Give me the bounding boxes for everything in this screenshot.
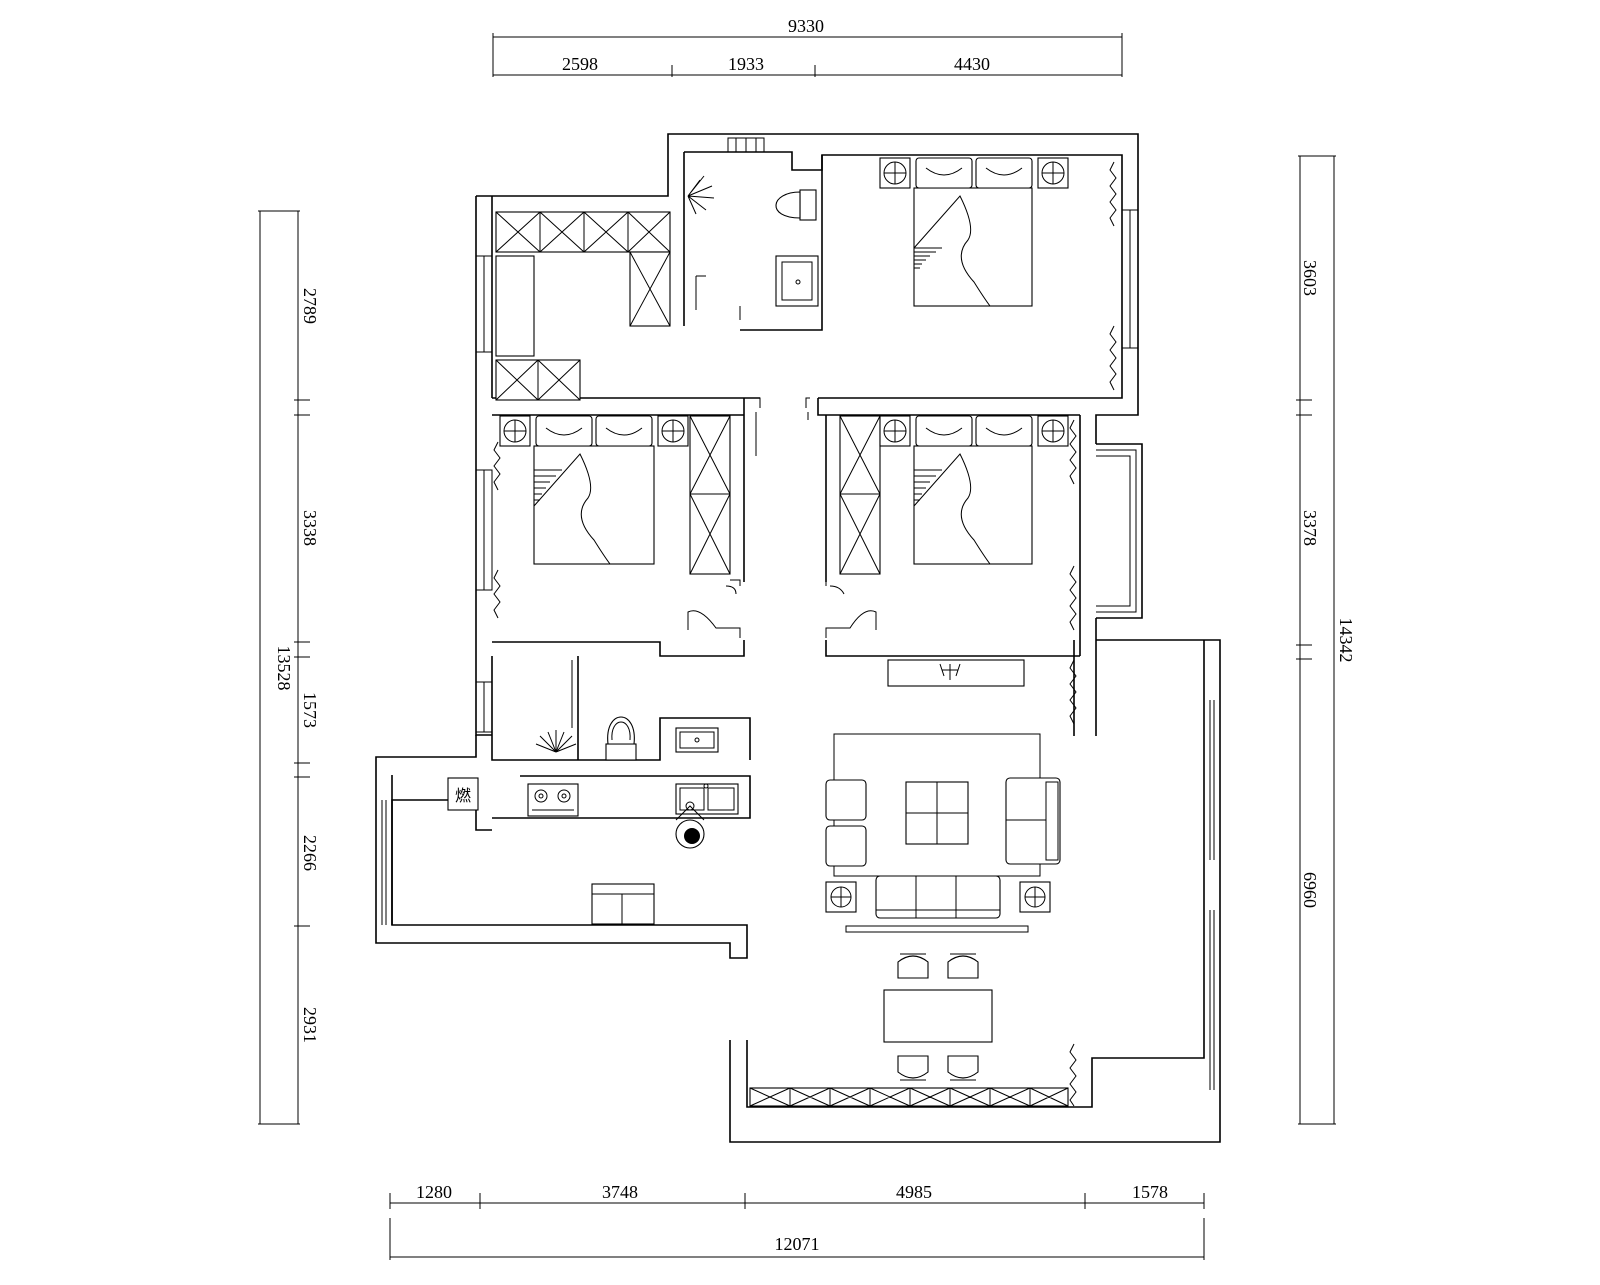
door-bedroom2 (687, 397, 761, 638)
nightstand-bedroom2-left (499, 415, 531, 447)
shower-head-icon (535, 730, 577, 753)
side-table-right (1019, 881, 1051, 913)
washbasin-icon (775, 255, 819, 307)
dim-bottom-2: 3748 (602, 1182, 638, 1202)
toilet-icon (775, 189, 817, 221)
dim-top-2: 1933 (728, 54, 764, 74)
toilet-icon (605, 716, 637, 761)
dining-chair-3 (897, 1055, 929, 1081)
dining-chair-2 (947, 953, 979, 979)
nightstand-master-right (1037, 157, 1069, 189)
bathroom-lower (535, 716, 719, 761)
door-bedroom3 (805, 397, 877, 638)
curtain-master (1109, 161, 1117, 391)
dining-chair-1 (897, 953, 929, 979)
washbasin-icon (675, 727, 719, 753)
wardrobe-cabinets-top-left (495, 211, 671, 401)
nightstand-bedroom2-right (657, 415, 689, 447)
side-table-left (825, 881, 857, 913)
dim-right-total: 14342 (1336, 618, 1356, 663)
dim-bottom-total: 12071 (775, 1234, 820, 1254)
curtain-bedroom2 (493, 441, 501, 619)
bed-bedroom2 (533, 415, 655, 565)
bathroom-top (687, 175, 819, 320)
dim-left-5: 2931 (300, 1007, 320, 1043)
left-dimensions: 13528 2789 3338 1573 2266 2931 (258, 210, 320, 1125)
dim-left-total: 13528 (274, 646, 294, 691)
windows (381, 137, 1139, 925)
sofa-right (1005, 777, 1061, 865)
sofa-main (875, 875, 1001, 919)
bed-bedroom3 (913, 415, 1033, 565)
dim-bottom-4: 1578 (1132, 1182, 1168, 1202)
dim-bottom-1: 1280 (416, 1182, 452, 1202)
top-dimensions: 9330 2598 1933 4430 (492, 16, 1123, 77)
gas-meter-box: 燃 (447, 777, 479, 811)
coffee-table (905, 781, 969, 845)
wardrobe-bedroom2 (689, 415, 731, 575)
wardrobe-bedroom3 (839, 415, 881, 575)
dim-top-1: 2598 (562, 54, 598, 74)
stove-icon (527, 783, 579, 817)
dim-bottom-3: 4985 (896, 1182, 932, 1202)
bottom-cabinet (749, 1087, 1069, 1107)
nightstand-bedroom3-left (879, 415, 911, 447)
dining-chair-4 (947, 1055, 979, 1081)
dim-left-2: 3338 (300, 510, 320, 546)
dim-right-3: 6960 (1300, 872, 1320, 908)
shower-head-icon (687, 175, 715, 215)
curtain-bedroom3 (1069, 419, 1077, 725)
dim-left-1: 2789 (300, 288, 320, 324)
nightstand-bedroom3-right (1037, 415, 1069, 447)
kitchen-sink-icon (675, 783, 739, 815)
bed-master (913, 157, 1033, 307)
dim-top-total: 9330 (788, 16, 824, 36)
kitchen: 燃 (447, 777, 739, 925)
right-dimensions: 3603 3378 6960 14342 (1296, 155, 1356, 1125)
dim-right-1: 3603 (1300, 260, 1320, 296)
dim-right-2: 3378 (1300, 510, 1320, 546)
person-icon (675, 801, 705, 849)
tv-cabinet (887, 659, 1025, 687)
bottom-dimensions: 1280 3748 4985 1578 12071 (389, 1182, 1205, 1260)
gas-meter-glyph: 燃 (455, 787, 471, 805)
nightstand-master-left (879, 157, 911, 189)
dim-left-3: 1573 (300, 692, 320, 728)
armchair-left-1 (825, 779, 867, 821)
sofa-rug-line (845, 925, 1029, 933)
interior-walls (491, 151, 1123, 819)
dim-top-3: 4430 (954, 54, 990, 74)
dining-table (883, 989, 993, 1043)
storage-cabinet (591, 883, 655, 925)
dim-left-4: 2266 (300, 835, 320, 871)
curtain-living (1069, 1043, 1077, 1107)
armchair-left-2 (825, 825, 867, 867)
